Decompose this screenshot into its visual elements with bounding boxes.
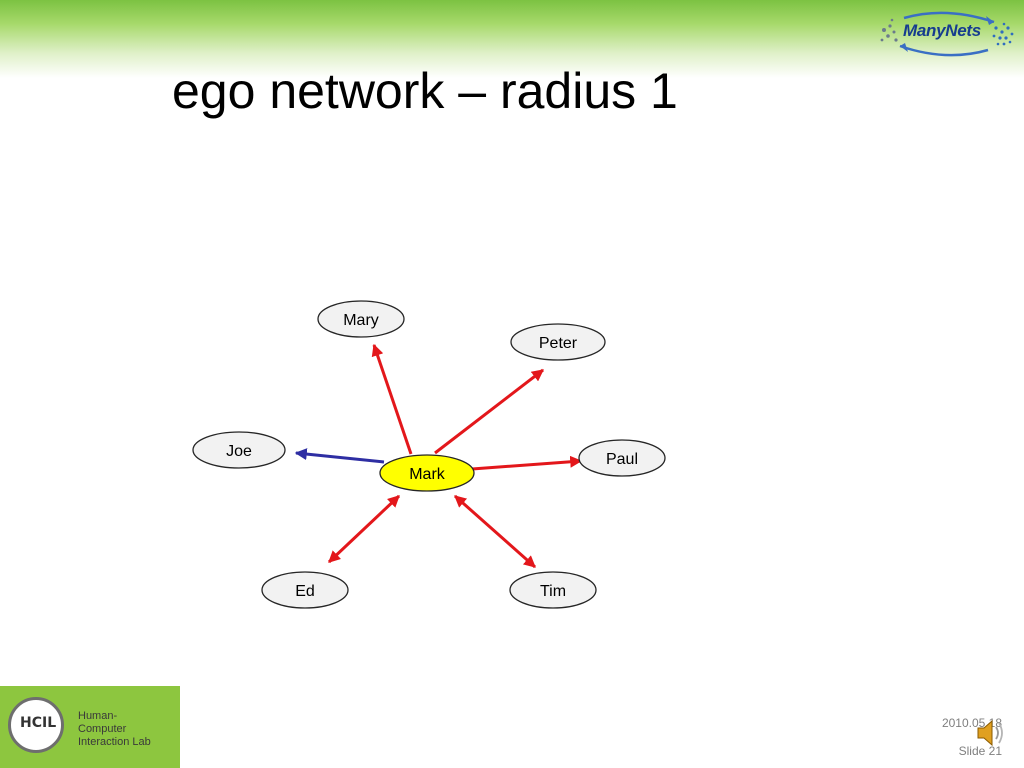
edge-mark-joe (294, 448, 385, 464)
edge-mark-ed (327, 494, 401, 564)
node-joe: Joe (192, 431, 286, 469)
node-mark-ego: Mark (379, 454, 475, 492)
edge-mark-paul (471, 455, 583, 471)
edge-mark-tim (454, 494, 536, 569)
node-peter: Peter (510, 323, 606, 361)
node-label-joe: Joe (226, 443, 252, 460)
node-label-paul: Paul (606, 451, 638, 468)
manynets-logo: ManyNets (876, 10, 1016, 58)
node-label-tim: Tim (540, 583, 566, 600)
slide-number: Slide 21 (958, 744, 1002, 758)
manynets-logo-text: ManyNets (903, 21, 981, 40)
manynets-logo-icon (880, 11, 1014, 57)
node-mary: Mary (317, 300, 405, 338)
node-label-ed: Ed (295, 583, 315, 600)
node-label-mary: Mary (343, 312, 379, 329)
speaker-icon[interactable] (974, 716, 1006, 750)
hcil-lab-name: Human- Computer Interaction Lab (78, 710, 151, 748)
slide-title: ego network – radius 1 (172, 63, 678, 119)
hcil-abbr: HCIL (20, 715, 57, 731)
node-tim: Tim (509, 571, 597, 609)
hcil-logo: HCIL Human- Computer Interaction Lab (0, 686, 180, 768)
node-paul: Paul (578, 439, 666, 477)
node-label-peter: Peter (539, 335, 578, 352)
edge-mark-peter (434, 368, 544, 455)
edge-mark-mary (371, 343, 413, 455)
header-band (0, 0, 1024, 78)
node-label-mark: Mark (409, 466, 446, 483)
hcil-logo-icon: HCIL (8, 697, 64, 753)
node-ed: Ed (261, 571, 349, 609)
